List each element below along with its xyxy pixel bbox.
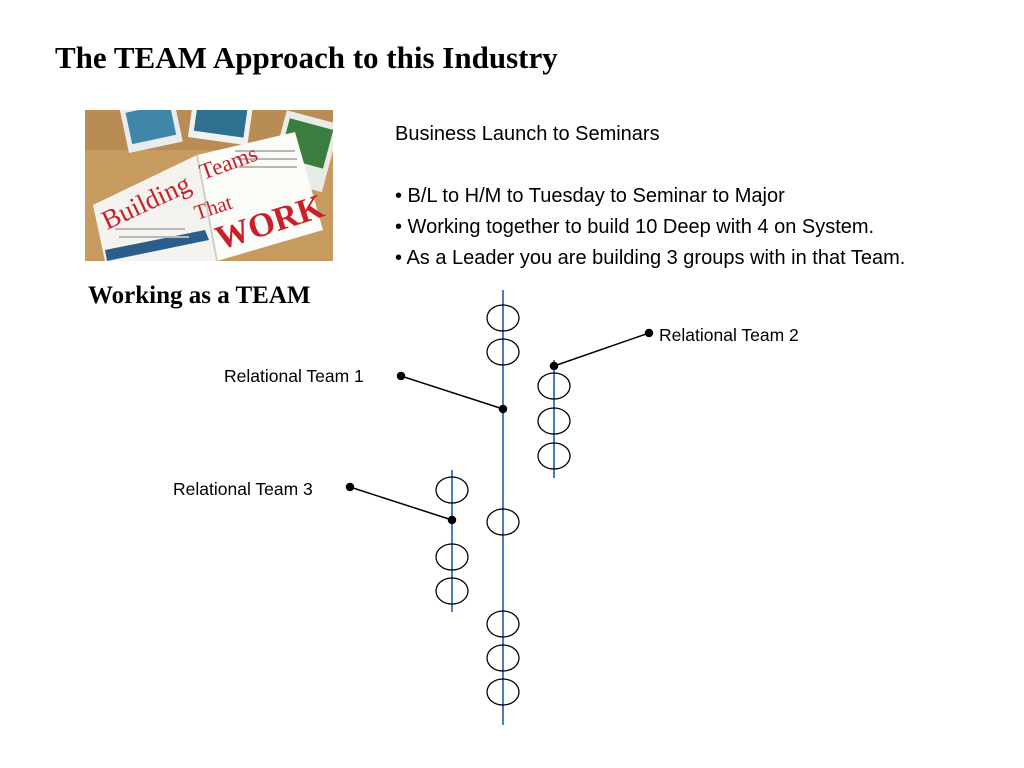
- callout-dot: [498, 404, 508, 414]
- content-heading: Business Launch to Seminars: [395, 123, 660, 145]
- section-subtitle: Working as a TEAM: [88, 282, 311, 309]
- building-teams-book-photo: Building Teams That WORK: [85, 110, 333, 261]
- callout-line-team-1: [400, 375, 504, 410]
- member-circle: [537, 442, 571, 470]
- callout-dot: [549, 361, 559, 371]
- team-label-3: Relational Team 3: [173, 479, 313, 499]
- member-circle: [537, 372, 571, 400]
- member-circle: [435, 543, 469, 571]
- callout-line-team-3: [349, 486, 453, 521]
- member-circle: [486, 508, 520, 536]
- member-circle: [486, 304, 520, 332]
- callout-dot: [644, 328, 654, 338]
- team-label-2: Relational Team 2: [659, 325, 799, 345]
- bullet-item: • Working together to build 10 Deep with…: [395, 216, 875, 238]
- member-circle: [486, 678, 520, 706]
- member-circle: [537, 407, 571, 435]
- team-label-1: Relational Team 1: [224, 366, 364, 386]
- slide-title: The TEAM Approach to this Industry: [55, 40, 558, 75]
- member-circle: [435, 476, 469, 504]
- member-circle: [486, 610, 520, 638]
- callout-dot: [396, 371, 406, 381]
- bullet-item: • B/L to H/M to Tuesday to Seminar to Ma…: [395, 185, 785, 207]
- member-circle: [435, 577, 469, 605]
- callout-line-team-2: [553, 332, 650, 367]
- member-circle: [486, 338, 520, 366]
- member-circle: [486, 644, 520, 672]
- callout-dot: [345, 482, 355, 492]
- content-block: Business Launch to Seminars • B/L to H/M…: [395, 119, 1005, 274]
- bullet-item: • As a Leader you are building 3 groups …: [395, 247, 906, 269]
- callout-dot: [447, 515, 457, 525]
